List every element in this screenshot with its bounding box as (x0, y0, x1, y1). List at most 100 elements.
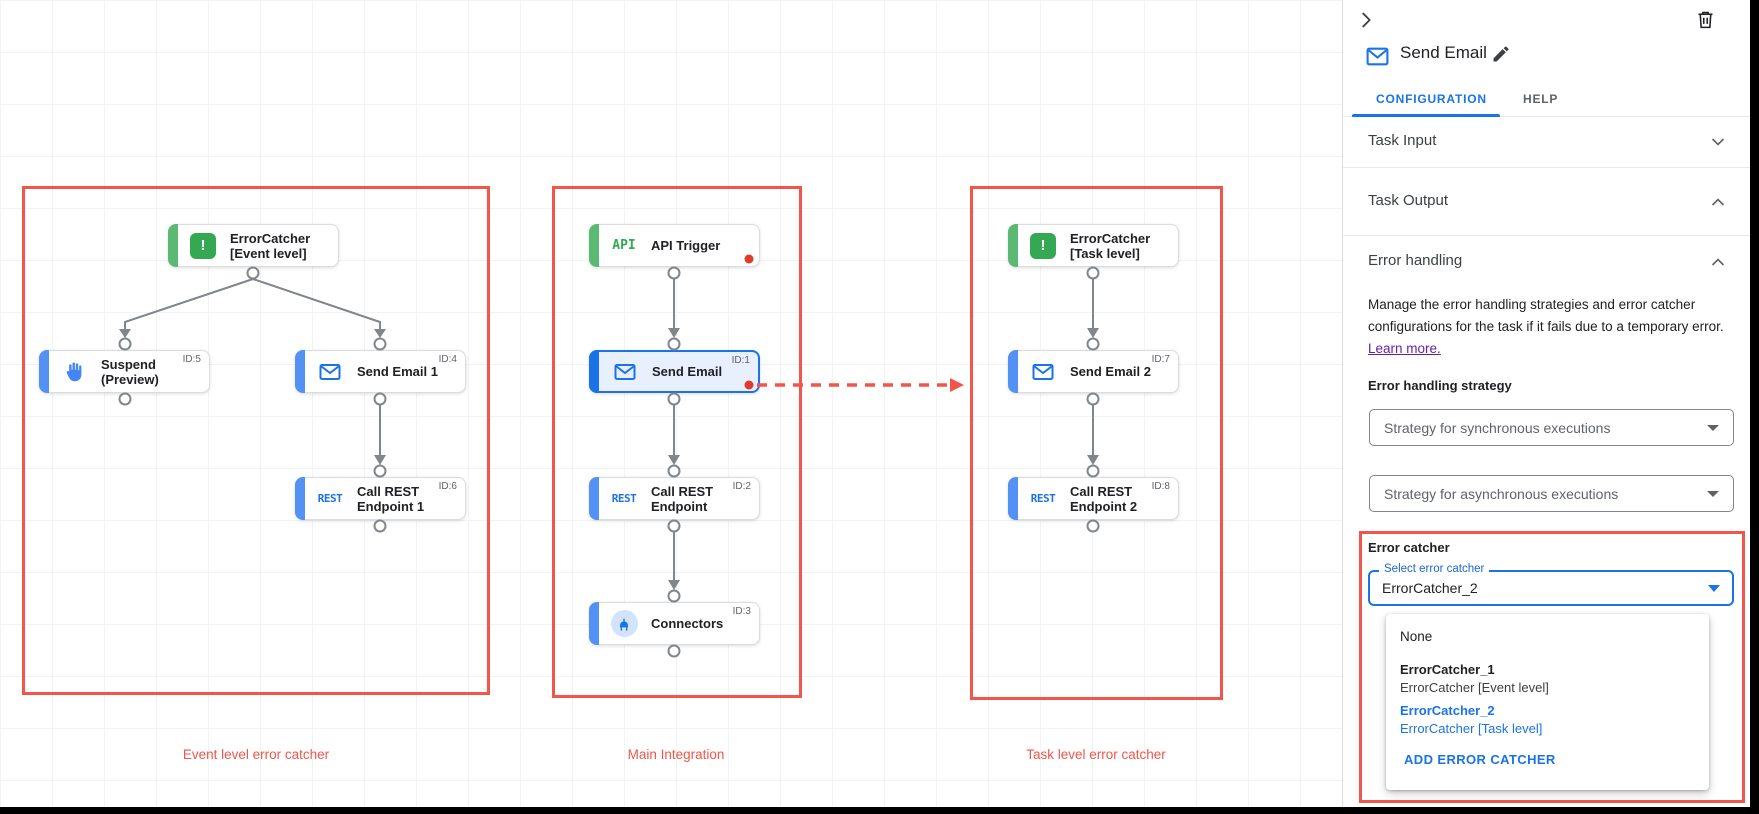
node-label: Call REST Endpoint 1 (357, 483, 425, 514)
node-accent-bar (295, 350, 305, 393)
node-accent-bar (39, 350, 49, 393)
email-icon (1025, 360, 1061, 384)
node-accent-bar (589, 602, 599, 645)
add-error-catcher-button[interactable]: ADD ERROR CATCHER (1404, 752, 1556, 767)
node-label: API Trigger (651, 238, 721, 253)
section-task-output[interactable]: Task Output (1343, 168, 1750, 236)
node-label: ErrorCatcher [Event level] (230, 230, 311, 261)
node-accent-bar (589, 350, 599, 393)
connectors-plug-icon (606, 610, 642, 637)
menu-option-none[interactable]: None (1400, 629, 1433, 644)
node-label: Suspend (Preview) (101, 356, 159, 387)
section-title: Error handling (1368, 252, 1463, 269)
node-label: Send Email 1 (357, 364, 438, 379)
section-task-input[interactable]: Task Input (1343, 117, 1750, 168)
rest-icon: REST (317, 492, 343, 505)
async-strategy-dropdown[interactable]: Strategy for asynchronous executions (1369, 475, 1734, 512)
task-level-caption: Task level error catcher (1026, 747, 1166, 762)
select-error-catcher[interactable]: Select error catcher ErrorCatcher_2 (1368, 563, 1734, 606)
error-catcher-label: Error catcher (1368, 540, 1450, 555)
menu-option-errorcatcher-2-desc: ErrorCatcher [Task level] (1400, 721, 1543, 736)
node-send-email-1[interactable]: Send Email 1 ID:4 (295, 350, 466, 393)
menu-option-errorcatcher-2[interactable]: ErrorCatcher_2 (1400, 703, 1495, 718)
select-value: ErrorCatcher_2 (1382, 580, 1478, 596)
node-accent-bar (1008, 224, 1018, 267)
tab-help[interactable]: HELP (1523, 92, 1559, 106)
panel-tabs: CONFIGURATION HELP (1343, 86, 1750, 117)
api-icon: API (612, 238, 636, 253)
dropdown-caret-icon (1708, 584, 1720, 592)
learn-more-link[interactable]: Learn more. (1368, 341, 1441, 356)
email-icon (312, 360, 348, 384)
email-icon (1365, 44, 1390, 74)
node-accent-bar (1008, 350, 1018, 393)
node-accent-bar (168, 224, 178, 267)
section-title: Task Input (1368, 132, 1437, 149)
node-errorcatcher-event-level[interactable]: ! ErrorCatcher [Event level] (168, 224, 339, 267)
node-id: ID:6 (438, 481, 457, 492)
node-label: Send Email 2 (1070, 364, 1151, 379)
screen-edge-bottom (0, 807, 1759, 814)
node-send-email-2[interactable]: Send Email 2 ID:7 (1008, 350, 1179, 393)
menu-option-errorcatcher-1[interactable]: ErrorCatcher_1 (1400, 662, 1495, 677)
error-catcher-icon: ! (1025, 232, 1061, 259)
task-level-group-box (970, 186, 1223, 700)
error-catcher-menu: None ErrorCatcher_1 ErrorCatcher [Event … (1386, 614, 1709, 790)
node-id: ID:7 (1151, 354, 1170, 365)
dropdown-caret-icon (1707, 424, 1719, 431)
suspend-hand-icon (56, 360, 92, 384)
node-connectors[interactable]: Connectors ID:3 (589, 602, 760, 645)
event-level-group-box (22, 186, 490, 695)
node-accent-bar (589, 224, 599, 267)
section-title: Task Output (1368, 192, 1449, 209)
tab-configuration[interactable]: CONFIGURATION (1376, 92, 1487, 106)
active-tab-underline (1352, 114, 1500, 117)
select-floating-label: Select error catcher (1379, 563, 1490, 575)
error-handling-strategy-label: Error handling strategy (1368, 378, 1512, 393)
task-config-panel: Send Email CONFIGURATION HELP Task Input… (1342, 0, 1750, 814)
event-level-caption: Event level error catcher (182, 747, 330, 762)
menu-option-errorcatcher-1-desc: ErrorCatcher [Event level] (1400, 680, 1549, 695)
error-catcher-icon: ! (185, 232, 221, 259)
email-icon (607, 360, 643, 384)
node-errorcatcher-task-level[interactable]: ! ErrorCatcher [Task level] (1008, 224, 1179, 267)
node-accent-bar (589, 477, 599, 520)
panel-title: Send Email (1400, 43, 1487, 62)
dropdown-caret-icon (1707, 490, 1719, 497)
node-suspend[interactable]: Suspend (Preview) ID:5 (39, 350, 210, 393)
node-send-email-selected[interactable]: Send Email ID:1 (589, 350, 760, 393)
node-id: ID:5 (182, 354, 201, 365)
dropdown-value: Strategy for asynchronous executions (1384, 485, 1619, 502)
node-call-rest-endpoint-1[interactable]: REST Call REST Endpoint 1 ID:6 (295, 477, 466, 520)
collapse-panel-chevron-icon[interactable] (1355, 9, 1377, 36)
node-accent-bar (295, 477, 305, 520)
main-integration-group-box (552, 186, 802, 698)
error-handling-description: Manage the error handling strategies and… (1368, 297, 1724, 356)
node-label: ErrorCatcher [Task level] (1070, 230, 1151, 261)
node-label: Call REST Endpoint (651, 483, 714, 514)
dropdown-value: Strategy for synchronous executions (1384, 419, 1611, 436)
error-catcher-highlight-box (1359, 531, 1745, 803)
node-id: ID:1 (731, 355, 750, 366)
delete-task-trash-icon[interactable] (1695, 9, 1716, 35)
node-label: Call REST Endpoint 2 (1070, 483, 1138, 514)
node-label: Connectors (651, 616, 724, 631)
node-id: ID:8 (1151, 481, 1170, 492)
chevron-up-icon[interactable] (1708, 252, 1728, 277)
node-call-rest-endpoint[interactable]: REST Call REST Endpoint ID:2 (589, 477, 760, 520)
node-id: ID:4 (438, 354, 457, 365)
integration-canvas[interactable]: Event level error catcher Main Integrati… (0, 0, 1342, 807)
rest-icon: REST (611, 492, 637, 505)
node-accent-bar (1008, 477, 1018, 520)
chevron-up-icon[interactable] (1708, 192, 1728, 217)
chevron-down-icon[interactable] (1708, 132, 1728, 157)
main-integration-caption: Main Integration (627, 747, 725, 762)
screen-edge-right (1750, 0, 1759, 814)
node-call-rest-endpoint-2[interactable]: REST Call REST Endpoint 2 ID:8 (1008, 477, 1179, 520)
sync-strategy-dropdown[interactable]: Strategy for synchronous executions (1369, 409, 1734, 446)
node-api-trigger[interactable]: API API Trigger (589, 224, 760, 267)
node-id: ID:3 (732, 606, 751, 617)
edit-title-pencil-icon[interactable] (1491, 44, 1511, 69)
node-label: Send Email (652, 364, 723, 379)
